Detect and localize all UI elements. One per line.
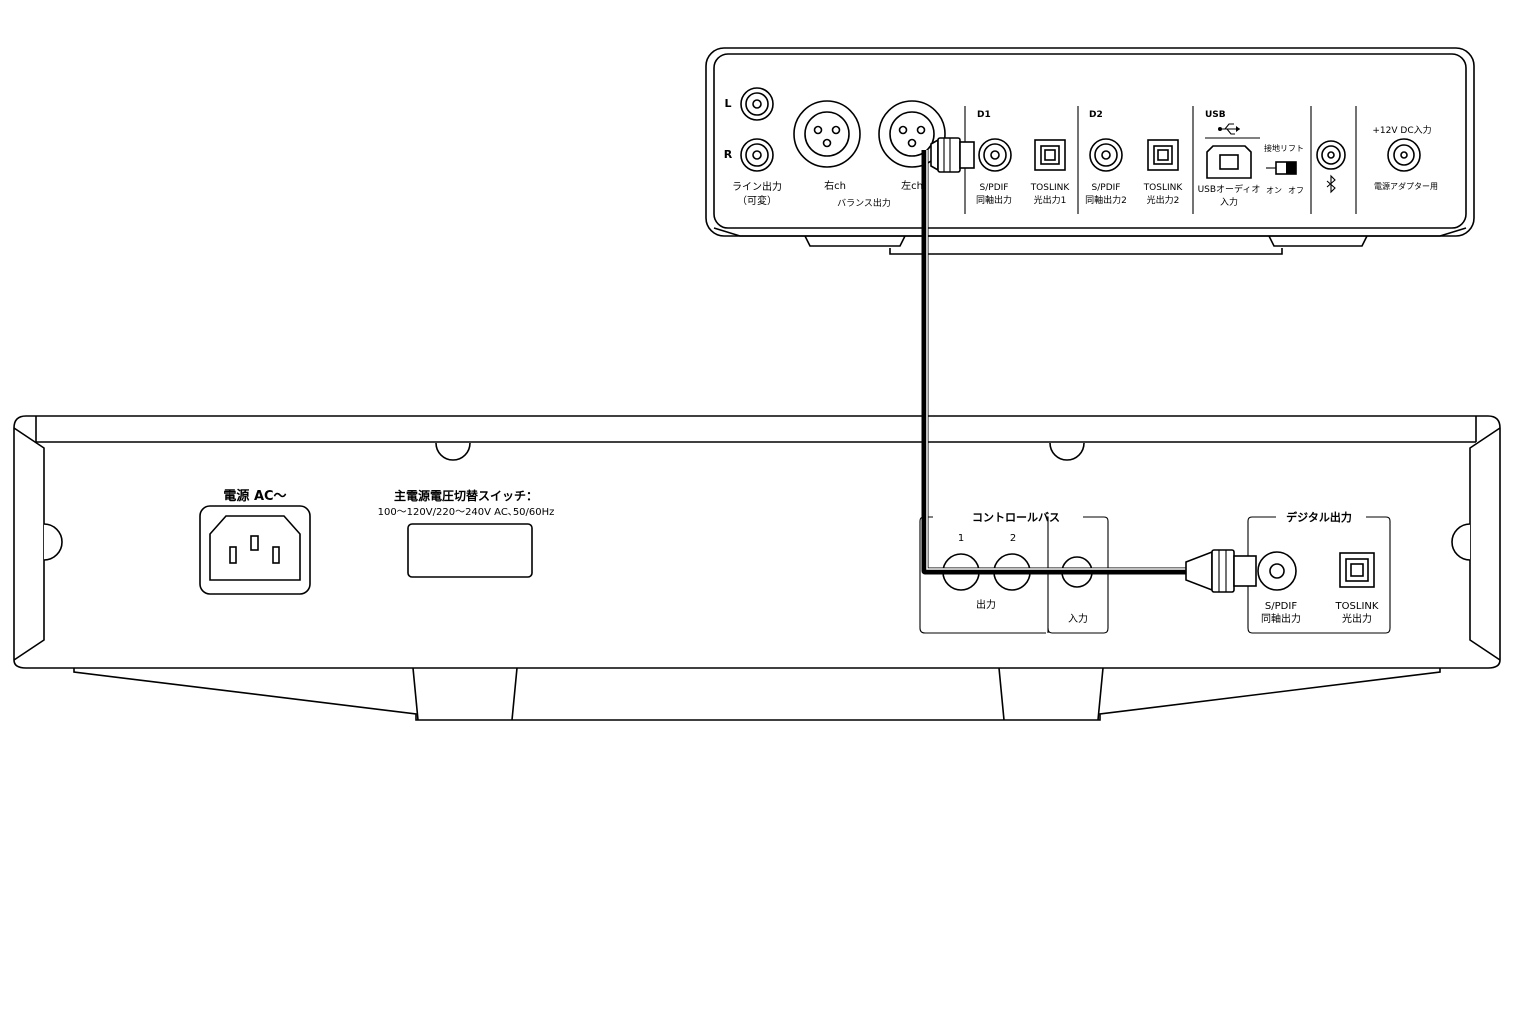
power-ac-label: 電源 AC～ [223,488,286,504]
bluetooth-antenna-jack[interactable] [1316,140,1346,170]
player-optical-label: 光出力 [1342,612,1372,625]
ground-lift-on-label: オン [1266,186,1282,195]
d2-spdif-label: S/PDIF [1092,183,1121,193]
usb-audio-label: USBオーディオ [1198,183,1261,195]
bluetooth-icon [1326,174,1336,194]
player-base [73,668,1441,721]
bus-1-label: 1 [958,533,964,544]
line-out-label: ライン出力 [732,180,782,193]
dac-foot-left [803,233,907,247]
player-side-right [1469,427,1501,661]
dac-bottom-edge [713,227,1467,237]
control-bus-label: コントロールバス [972,511,1060,524]
dac-body-outer [705,47,1475,237]
cable-plug-dac [930,137,975,173]
voltage-switch[interactable] [407,523,533,578]
player-bottom-edge [13,659,1501,669]
ground-lift-label: 接地リフト [1264,143,1304,153]
line-out-r-label: R [724,148,733,161]
player-coax-label: 同軸出力 [1261,612,1301,625]
dc-in-jack[interactable] [1387,138,1421,172]
cable-plug-player [1185,549,1257,593]
d2-optical-label: 光出力2 [1147,194,1180,206]
iec-power-inlet[interactable] [199,505,311,595]
bus-out-label: 出力 [976,598,996,611]
bus-2-label: 2 [1010,533,1016,544]
player-foot-edge [1097,667,1104,721]
rca-line-out-l[interactable] [740,87,774,121]
coax-cable [921,137,1257,593]
ground-lift-off-label: オフ [1288,186,1304,195]
d1-optical-label: 光出力1 [1034,194,1067,206]
rca-line-out-r[interactable] [740,138,774,172]
right-ch-label: 右ch [824,179,846,192]
player-unit: 電源 AC～ 主電源電圧切替スイッチ： 100～120V/220～240V AC… [13,415,1501,721]
control-bus-divider [1046,516,1049,633]
player-foot-edge [998,667,1005,721]
usb-b-port[interactable] [1206,145,1252,179]
xlr-left-ch[interactable] [878,100,946,168]
d1-toslink-label: TOSLINK [1030,183,1071,193]
d1-coax-jack[interactable] [978,138,1012,172]
control-bus-bracket [1047,516,1109,634]
digital-out-label: デジタル出力 [1286,510,1352,524]
player-foot-edge [412,667,419,721]
notch [435,442,471,461]
dc-in-label: +12V DC入力 [1372,124,1431,136]
d1-label: D1 [977,110,991,120]
voltage-switch-label: 主電源電圧切替スイッチ： [394,488,538,503]
dac-unit: L R ライン出力 （可変） 右ch 左ch バランス出力 D1 [705,47,1475,255]
d2-toslink-jack[interactable] [1147,139,1179,171]
d2-label: D2 [1089,110,1103,120]
xlr-right-ch[interactable] [793,100,861,168]
d1-toslink-jack[interactable] [1034,139,1066,171]
d2-coax-label: 同軸出力2 [1085,194,1127,206]
dac-foot-right [1267,233,1369,247]
balanced-out-label: バランス出力 [837,197,891,209]
usb-label: USB [1205,110,1226,120]
line-out-variable-label: （可変） [737,194,777,207]
usb-icon [1218,123,1240,135]
control-bus-bracket [919,516,1046,634]
player-side-left [13,427,45,661]
player-spdif-label: S/PDIF [1265,601,1297,612]
dac-body-inner [713,53,1467,229]
player-toslink-label: TOSLINK [1335,601,1379,612]
line-out-l-label: L [724,97,731,110]
notch [1049,442,1085,461]
usb-audio-input-label: 入力 [1220,196,1238,208]
side-notch [1451,523,1471,561]
d1-coax-label: 同軸出力 [976,194,1012,206]
ground-lift-switch[interactable] [1266,161,1297,175]
player-foot-edge [511,667,518,721]
side-notch [43,523,63,561]
dac-base-strip [889,248,1283,255]
bus-in-label: 入力 [1068,612,1088,625]
dc-adapter-label: 電源アダプター用 [1374,181,1438,191]
d1-spdif-label: S/PDIF [980,183,1009,193]
player-toslink-out-jack[interactable] [1339,552,1375,588]
d2-toslink-label: TOSLINK [1143,183,1184,193]
d2-coax-jack[interactable] [1089,138,1123,172]
player-coax-out-jack[interactable] [1257,551,1297,591]
voltage-range-label: 100～120V/220～240V AC､50/60Hz [378,507,555,518]
left-ch-label: 左ch [901,179,923,192]
player-top-rail [13,415,1501,660]
digital-out-bracket [1247,516,1391,634]
